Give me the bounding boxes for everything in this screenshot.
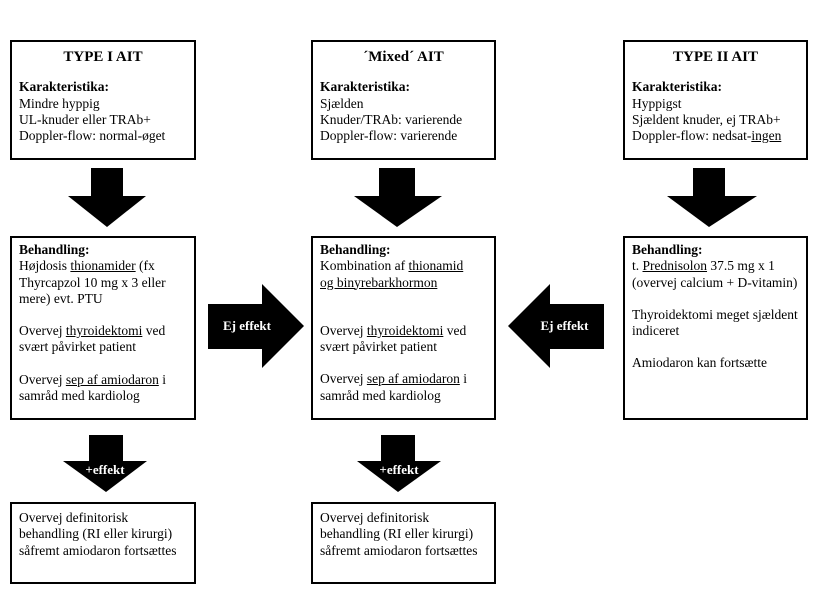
down-arrow-plus-effekt-2 bbox=[357, 435, 441, 492]
type1-char-line: Doppler-flow: normal-øget bbox=[19, 128, 166, 144]
mixed-title: ´Mixed´ AIT bbox=[363, 49, 444, 65]
type2-char-line: Sjældent knuder, ej TRAb+ bbox=[632, 111, 781, 127]
mixed-char-line: Knuder/TRAb: varierende bbox=[320, 111, 463, 127]
type1-characteristics-box: TYPE I AIT Karakteristika: Mindre hyppig… bbox=[10, 40, 196, 160]
type1-treatment-p1: Højdosis thionamider (fx Thyrcapzol 10 m… bbox=[19, 258, 166, 306]
mixed-outcome-text: Overvej definitorisk behandling (RI elle… bbox=[320, 510, 478, 558]
ej-effekt-label-right: Ej effekt bbox=[540, 318, 589, 333]
type2-char-line: Hyppigst bbox=[632, 95, 682, 111]
type2-treatment-p1: t. Prednisolon 37.5 mg x 1 (overvej calc… bbox=[632, 258, 798, 290]
type1-outcome-text: Overvej definitorisk behandling (RI elle… bbox=[19, 510, 177, 558]
ej-effekt-label-left: Ej effekt bbox=[222, 318, 271, 333]
type2-treatment-box: Behandling: t. Prednisolon 37.5 mg x 1 (… bbox=[623, 236, 808, 420]
type1-title: TYPE I AIT bbox=[63, 49, 143, 65]
down-arrow-plus-effekt-1 bbox=[63, 435, 147, 492]
type2-treatment-p2: Thyroidektomi meget sjældent indiceret bbox=[632, 306, 798, 339]
type1-char-line: Mindre hyppig bbox=[19, 95, 100, 111]
type2-characteristics-label: Karakteristika: bbox=[632, 79, 722, 95]
type1-char-line: UL-knuder eller TRAb+ bbox=[19, 111, 151, 127]
type2-characteristics-box: TYPE II AIT Karakteristika: Hyppigst Sjæ… bbox=[623, 40, 808, 160]
down-arrow-mixed bbox=[354, 168, 442, 227]
type1-outcome-box: Overvej definitorisk behandling (RI elle… bbox=[10, 502, 196, 584]
type2-treatment-p3: Amiodaron kan fortsætte bbox=[632, 355, 767, 371]
plus-effekt-label-1: +effekt bbox=[85, 462, 125, 477]
mixed-characteristics-label: Karakteristika: bbox=[320, 79, 410, 95]
mixed-outcome-box: Overvej definitorisk behandling (RI elle… bbox=[311, 502, 496, 584]
down-arrow-type2 bbox=[667, 168, 757, 227]
type2-treatment-label: Behandling: bbox=[632, 242, 703, 257]
mixed-treatment-label: Behandling: bbox=[320, 242, 391, 257]
type1-treatment-p3: Overvej sep af amiodaron i samråd med ka… bbox=[19, 371, 166, 404]
type1-characteristics-label: Karakteristika: bbox=[19, 79, 109, 95]
type1-treatment-label: Behandling: bbox=[19, 242, 90, 257]
type1-treatment-box: Behandling: Højdosis thionamider (fx Thy… bbox=[10, 236, 196, 420]
down-arrow-type1 bbox=[68, 168, 146, 227]
type1-treatment-p2: Overvej thyroidektomi ved svært påvirket… bbox=[19, 323, 166, 355]
mixed-characteristics-box: ´Mixed´ AIT Karakteristika: Sjælden Knud… bbox=[311, 40, 496, 160]
left-arrow-ej-effekt bbox=[508, 284, 604, 368]
right-arrow-ej-effekt bbox=[208, 284, 304, 368]
mixed-treatment-box: Behandling: Kombination af thionamid og … bbox=[311, 236, 496, 420]
mixed-treatment-p1-line1: Kombination af thionamid bbox=[320, 258, 464, 274]
mixed-treatment-p1-line2: og binyrebarkhormon bbox=[320, 274, 438, 290]
type2-title: TYPE II AIT bbox=[672, 49, 759, 65]
mixed-char-line: Doppler-flow: varierende bbox=[320, 128, 458, 144]
type2-char-line: Doppler-flow: nedsat-ingen bbox=[632, 128, 782, 144]
mixed-treatment-p2: Overvej thyroidektomi ved svært påvirket… bbox=[320, 322, 467, 355]
mixed-char-line: Sjælden bbox=[320, 95, 364, 111]
plus-effekt-label-2: +effekt bbox=[379, 462, 419, 477]
mixed-treatment-p3: Overvej sep af amiodaron i samråd med ka… bbox=[320, 371, 467, 403]
